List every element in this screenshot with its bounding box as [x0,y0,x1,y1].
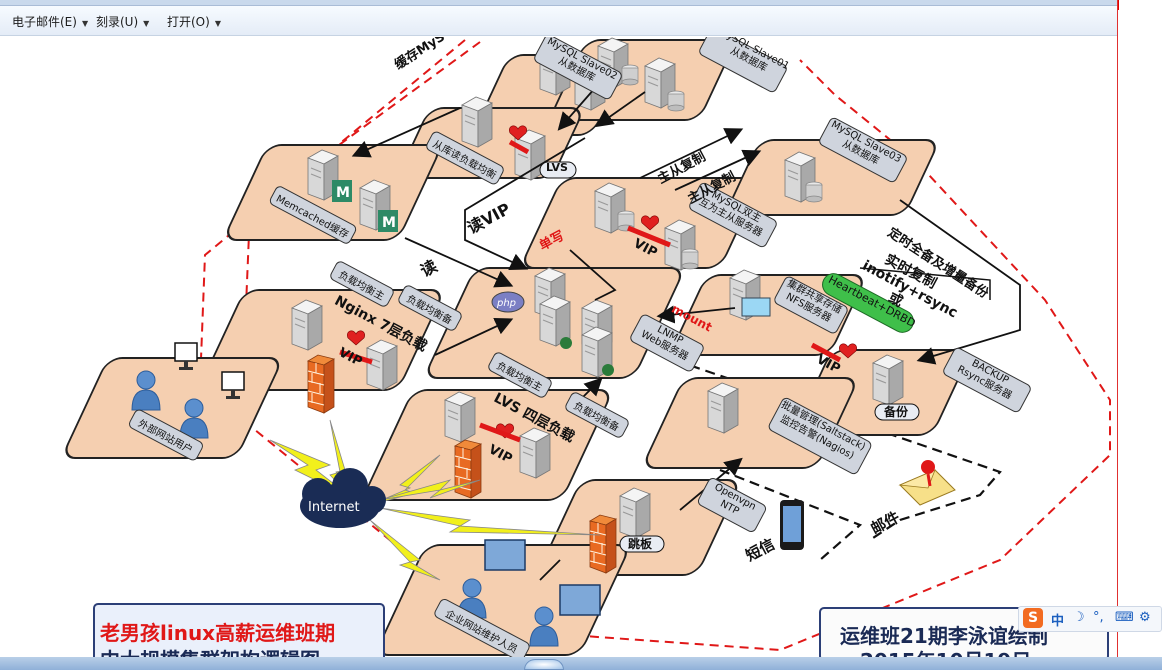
banner-right-line1: 运维班21期李泳谊绘制 [840,624,1048,648]
heartbeat-badge [822,273,914,333]
window-titlebar [0,0,1162,6]
php-logo-icon [491,291,525,313]
zone-lvs [365,389,610,501]
menu-email[interactable]: 电子邮件(E) ▼ [12,13,88,30]
ime-lang-toggle[interactable]: 中 [1051,614,1065,629]
menu-bar: 电子邮件(E) ▼ 刻录(U) ▼ 打开(O) ▼ [0,6,1118,36]
zone-slave03 [728,139,936,216]
tag-lb-master-bottom [488,352,552,398]
tag-slave03 [819,117,907,183]
vip-lvs-pill [539,161,577,179]
tag-read-lb [426,131,504,185]
svg-text:M: M [336,185,350,201]
label-jump: 跳板 [628,537,653,551]
label-backup: 备份 [884,405,909,419]
zone-enterprise [378,544,627,656]
tag-memcached [269,186,357,244]
tag-lb-backup-bottom [565,392,629,438]
tag-enterprise [434,598,530,657]
ruler-line [1117,0,1118,670]
menu-email-label: 电子邮件(E) [12,15,77,29]
menu-burn[interactable]: 刻录(U) ▼ [96,13,149,30]
php-label: php [496,298,516,309]
ime-moon-icon[interactable]: ☽ [1073,610,1085,625]
globe-icon [560,337,572,349]
monitor-link [659,353,1002,541]
chevron-down-icon: ▼ [143,19,150,28]
chevron-down-icon: ▼ [81,19,89,28]
tag-backup-rsync [943,347,1031,413]
mail-icon [898,460,956,506]
sogou-logo-icon[interactable]: S [1023,608,1043,628]
tag-lb-backup-top [398,285,462,331]
tag-nfs [774,276,848,334]
tag-lnmp [630,314,704,372]
chevron-down-icon: ▼ [214,19,221,28]
tag-openvpn [697,477,767,533]
tag-slave02 [534,37,622,100]
internet-label: Internet [308,500,360,515]
title-banner-left [93,603,385,657]
menu-open-label: 打开(O) [167,15,210,29]
jump-pill [619,535,665,553]
settings-icon[interactable]: ⚙ [1139,610,1151,625]
tag-external-users [129,409,203,461]
label-vip-lvs-top: LVS [546,161,568,174]
backup-pill [874,403,920,421]
ime-toolbar[interactable]: S 中 ☽ °, ⌨ ⚙ [1018,606,1162,632]
internet-cloud-icon [300,468,386,528]
architecture-diagram: M M php Internet [65,37,1111,657]
keyboard-icon[interactable]: ⌨ [1115,610,1134,625]
svg-text:M: M [382,215,396,231]
banner-right-line2: 2015年10月19日 [860,645,1080,657]
banner-left-line2: 中大规模集群架构逻辑图 [100,644,380,657]
tag-mysql-master [689,182,777,248]
menu-burn-label: 刻录(U) [96,15,139,29]
ime-punct-icon[interactable]: °, [1093,610,1104,625]
taskbar [0,657,1162,670]
memcached-logo-icon [332,180,352,202]
image-viewer-canvas[interactable]: M M php Internet [0,37,1117,657]
ruler-corner [1118,0,1162,10]
banner-left-line1: 老男孩linux高薪运维班期 [100,621,336,645]
tag-saltstack [768,397,872,475]
tag-slave01 [699,37,787,93]
start-button[interactable] [524,659,564,670]
menu-open[interactable]: 打开(O) ▼ [167,13,221,30]
tag-lb-master-top [330,261,394,307]
